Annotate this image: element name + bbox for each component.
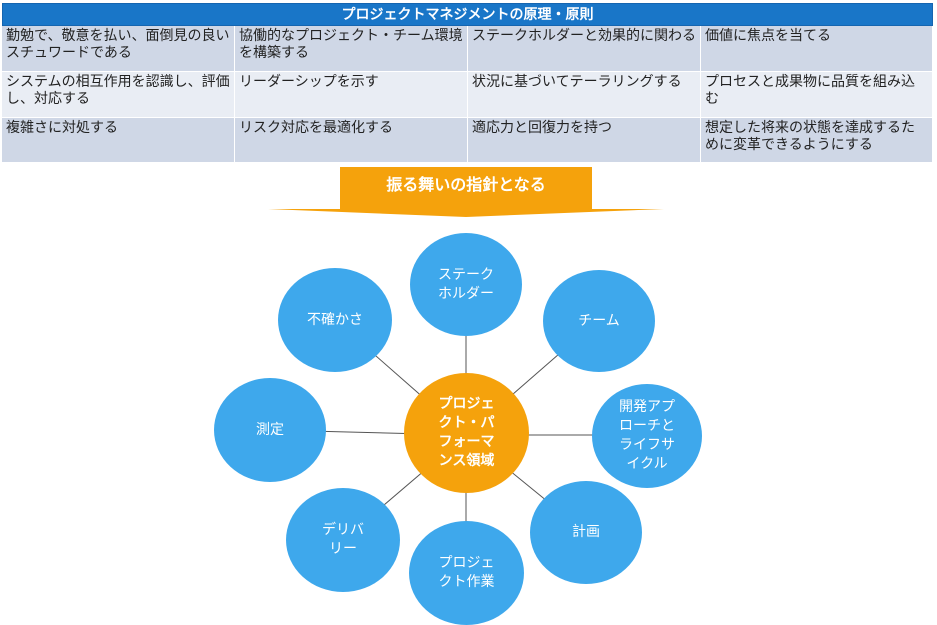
domain-planning: 計画 [530, 481, 642, 584]
domain-measurement-label: 測定 [256, 421, 284, 438]
domain-stakeholder: ステーク ホルダー [410, 233, 522, 336]
principle-cell: 想定した将来の状態を達成するために変革できるようにする [701, 118, 933, 163]
domain-uncertainty: 不確かさ [278, 268, 392, 372]
domain-measurement: 測定 [214, 378, 326, 482]
principle-cell: プロセスと成果物に品質を組み込む [701, 72, 933, 118]
principle-cell: 協働的なプロジェクト・チーム環境を構築する [235, 26, 468, 72]
domain-team-label: チーム [578, 312, 620, 329]
principles-title: プロジェクトマネジメントの原理・原則 [2, 3, 933, 26]
domain-project-work-label: プロジェ クト作業 [438, 555, 495, 590]
principle-cell: 勤勉で、敬意を払い、面倒見の良いスチュワードである [2, 26, 235, 72]
principle-cell: 状況に基づいてテーラリングする [468, 72, 701, 118]
domain-stakeholder-label: ステーク ホルダー [438, 266, 494, 302]
domain-delivery: デリバ リー [286, 488, 400, 592]
principles-table: プロジェクトマネジメントの原理・原則 勤勉で、敬意を払い、面倒見の良いスチュワー… [2, 3, 933, 163]
domain-development-approach-label: 開発アプ ローチと ライフサ イクル [619, 399, 675, 472]
guidance-arrow [268, 167, 664, 217]
guidance-arrow-label: 振る舞いの指針となる [386, 175, 546, 194]
principle-cell: リスク対応を最適化する [235, 118, 468, 163]
domain-team: チーム [543, 270, 655, 372]
domain-development-approach: 開発アプ ローチと ライフサ イクル [592, 384, 702, 488]
principle-cell: 複雑さに対処する [2, 118, 235, 163]
performance-domains-label: プロジェ クト・パ フォーマ ンス領域 [438, 396, 495, 469]
domain-uncertainty-label: 不確かさ [307, 311, 363, 328]
domain-planning-label: 計画 [572, 524, 600, 540]
performance-domains-center: プロジェ クト・パ フォーマ ンス領域 [404, 373, 529, 493]
domain-project-work: プロジェ クト作業 [409, 521, 524, 625]
guidance-arrow-shape [268, 167, 664, 217]
domain-delivery-label: デリバ リー [322, 522, 364, 557]
principle-cell: リーダーシップを示す [235, 72, 468, 118]
principles-grid: 勤勉で、敬意を払い、面倒見の良いスチュワードである 協働的なプロジェクト・チーム… [2, 26, 933, 163]
principle-cell: 価値に焦点を当てる [701, 26, 933, 72]
principle-cell: ステークホルダーと効果的に関わる [468, 26, 701, 72]
principle-cell: システムの相互作用を認識し、評価し、対応する [2, 72, 235, 118]
principle-cell: 適応力と回復力を持つ [468, 118, 701, 163]
